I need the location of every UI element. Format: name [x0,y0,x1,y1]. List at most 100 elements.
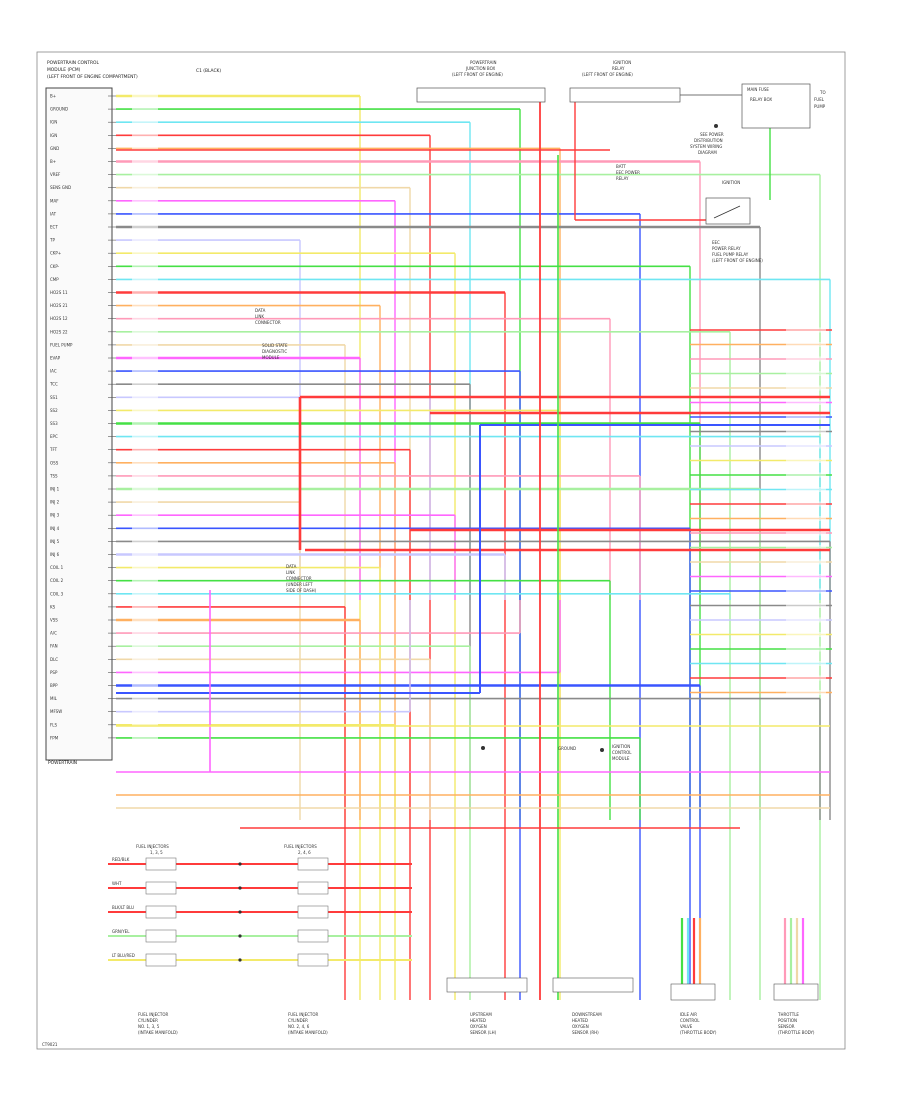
pcm-pin-label: EVAP [50,356,61,361]
pcm-pin-label: IAT [50,211,57,216]
mid-note-d-1: IGNITION [612,744,630,749]
mid-note-c-3: CONNECTOR [286,576,312,581]
note-d-1: EEC [712,240,720,245]
wire-code-tag [132,696,158,702]
note-d-4: (LEFT FRONT OF ENGINE) [712,258,763,263]
pcm-pin-label: HO2S 11 [50,290,68,295]
pcm-pin-label: EPC [50,434,58,439]
injector-node [238,886,242,890]
top-left-connector-label-3: (LEFT FRONT OF ENGINE) [452,72,503,77]
pcm-pin-label: GND [50,146,59,151]
injector-node [238,934,242,938]
pcm-pin-label: FUEL PUMP [50,342,73,347]
pcm-pin-label: B+ [50,94,56,99]
inj-left-title-1: FUEL INJECTORS [136,844,169,849]
wire-code-tag [132,538,158,544]
pcm-pin-label: HO2S 12 [50,316,68,321]
relay-dot [714,124,718,128]
wire-code-tag [132,604,158,610]
pcm-pin-label: SS2 [50,408,58,413]
wire-code-tag [132,512,158,518]
wire-code-tag [132,368,158,374]
pcm-pin-label: INJ 1 [50,487,60,492]
wire-code-tag [132,434,158,440]
injector-right [297,905,329,919]
injector-right [297,929,329,943]
wire-right-tag [786,690,826,695]
injector-right [297,881,329,895]
pcm-pin-label: GROUND [50,107,68,112]
wire-code-tag [132,394,158,400]
injector-wire-code: LT BLU/RED [112,953,135,958]
wire-code-tag [132,630,158,636]
wire-code-tag [132,617,158,623]
pcm-pin-label: INJ 6 [50,552,60,557]
note-d-3: FUEL PUMP RELAY [712,252,749,257]
wire-code-tag [132,263,158,269]
pcm-pin-label: CKP+ [50,251,61,256]
wire-code-tag [132,565,158,571]
injector-wire-code: RED/BLK [112,857,130,862]
relay-box-label-1: MAIN FUSE [747,87,769,92]
wire-code-tag [132,669,158,675]
wire-code-tag [132,591,158,597]
wire-code-tag [132,342,158,348]
top-left-connector: POWERTRAIN JUNCTION BOX (LEFT FRONT OF E… [416,60,546,103]
mid-note-c-2: LINK [286,570,295,575]
wire-right-tag [786,646,826,652]
pcm-pin-label: MIL [50,696,58,701]
injector-right [297,953,329,967]
pcm-pin-label: VREF [50,172,61,177]
wire-right-tag [786,414,826,420]
pcm-block: POWERTRAIN CONTROL MODULE (PCM) (LEFT FR… [45,60,221,766]
wire-code-tag [132,211,158,217]
injector-right [297,857,329,871]
mid-note-d-3: MODULE [612,756,630,761]
wire-right-tag [786,356,826,362]
top-notes: SEE POWER DISTRIBUTION SYSTEM WIRING DIA… [616,90,826,263]
wire-code-tag [132,145,158,151]
component-label-line: THROTTLE [777,1012,799,1017]
wire-right-tag [786,675,826,681]
pcm-pin-label: COIL 2 [50,578,64,583]
wire-code-tag [132,499,158,505]
wire-right-tag [786,443,826,449]
wire-right-tag [786,487,826,492]
wire-code-tag [132,525,158,531]
wire-bundle [116,93,832,1000]
wire-code-tag [132,329,158,335]
pcm-title-2: MODULE (PCM) [47,67,81,73]
component-label-line: SENSOR [778,1024,795,1029]
wire-right-tag [786,559,826,565]
wire-code-tag [132,473,158,479]
pcm-pin-label: CKP- [50,264,60,269]
wire-code-tag [132,290,158,295]
pcm-pin-label: INJ 4 [50,526,60,531]
component-label-line: FUEL INJECTOR [138,1012,169,1017]
wire-code-tag [132,460,158,466]
note-b-3: RELAY [616,176,629,181]
component-label-line: CONTROL [680,1018,700,1023]
pcm-pin-label: HO2S 21 [50,303,68,308]
injector-wire-code: WHT [112,881,122,886]
wire-code-tag [132,643,158,649]
middle-notes: DATA LINK CONNECTOR SOLID STATE DIAGNOST… [255,124,718,761]
tp-sensor-body [773,983,819,1001]
wire-code-tag [132,198,158,204]
injector-node [238,958,242,962]
pcm-pin-label: TCC [49,382,58,387]
wire-code-tag [132,185,158,191]
wire-code-tag [132,447,158,453]
top-left-connector-label-1: POWERTRAIN [470,60,497,65]
mid-note-a-3: CONNECTOR [255,320,281,325]
iac-valve-body [670,983,716,1001]
component-label-line: CYLINDER [288,1018,308,1023]
wire-code-tag [132,224,158,230]
pcm-pin-label: INJ 5 [50,539,60,544]
note-a-1: SEE POWER [700,132,724,137]
pcm-pin-label: DLC [50,657,58,662]
component-label-line: HEATED [470,1018,486,1023]
wire-right-tag [786,429,826,434]
ho2s-lh-connector [446,977,528,993]
wire-code-tag [132,683,158,688]
